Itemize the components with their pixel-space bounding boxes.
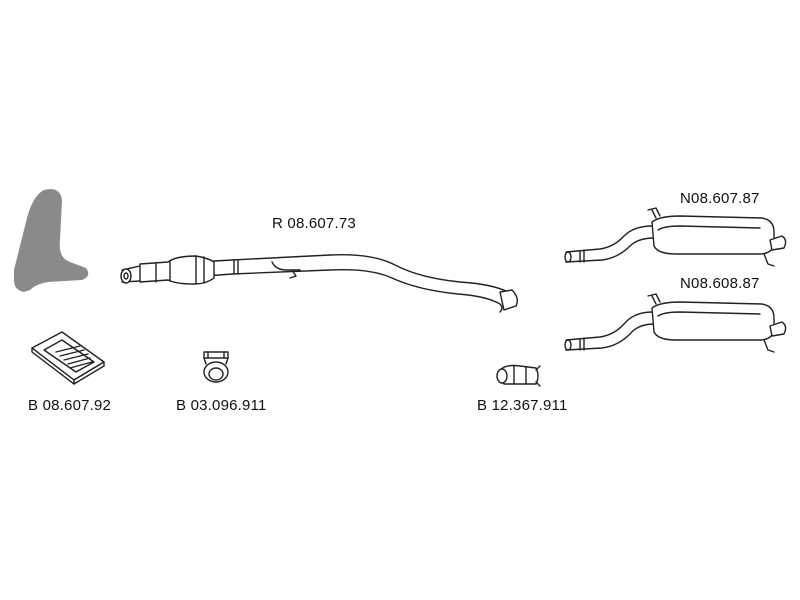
part-label-pipe-clamp: B 03.096.911: [176, 397, 267, 414]
part-label-main-pipe: R 08.607.73: [272, 215, 356, 232]
mounting-kit-box-icon: [31, 331, 105, 385]
car-front-silhouette-icon: [14, 189, 89, 292]
part-label-pipe-connector: B 12.367.911: [477, 397, 568, 414]
rear-silencer-icon: [564, 207, 787, 267]
middle-pipe-icon: [120, 254, 519, 313]
part-label-rear-silencer-2: N08.608.87: [680, 275, 760, 292]
rear-silencer-icon: [564, 293, 787, 353]
part-label-mounting-kit: B 08.607.92: [28, 397, 112, 414]
pipe-clamp-icon: [203, 351, 229, 383]
part-label-rear-silencer-1: N08.607.87: [680, 190, 760, 207]
pipe-connector-icon: [496, 364, 541, 387]
